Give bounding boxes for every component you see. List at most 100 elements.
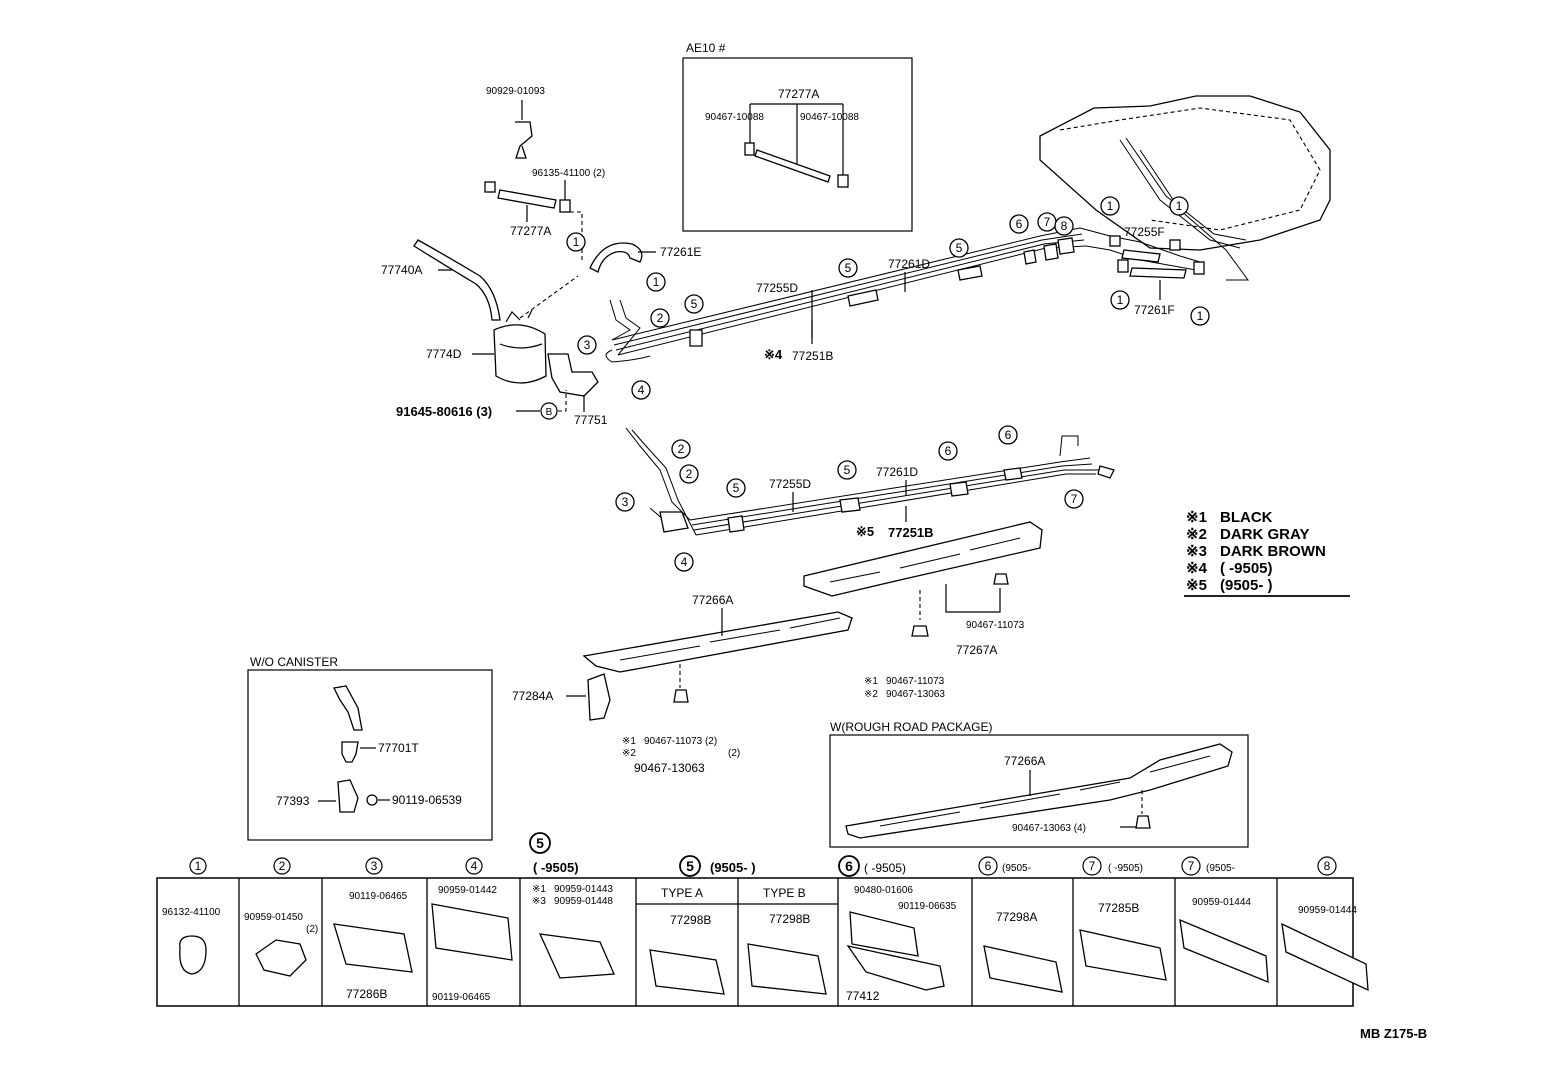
ae10-rod: [754, 149, 831, 183]
header-7a: 7: [1089, 859, 1096, 873]
callout-c3: 77277A: [510, 224, 551, 238]
cell-8-part-a: 90480-01606: [854, 885, 913, 896]
color-legend: ※1 BLACK ※2 DARK GRAY ※3 DARK BROWN ※4 (…: [1184, 509, 1350, 597]
header-3: 3: [371, 859, 378, 873]
vent-pipe: [333, 685, 363, 731]
ae10-clip-right: [837, 174, 849, 188]
callout-c14: 77255D: [769, 477, 811, 491]
cell-1-part: 96132-41100: [162, 907, 221, 918]
callout-c24-qty: (2): [728, 748, 740, 759]
header-8: 8: [1324, 859, 1331, 873]
clamp-icon-8: [849, 911, 919, 957]
legend-mark-3: ※3: [1186, 543, 1207, 560]
circle-b-marker: [540, 402, 558, 420]
legend-mark-5: ※5: [1186, 577, 1207, 594]
rough-box: [829, 734, 1249, 848]
bracket-77751: [547, 353, 599, 397]
callout-c11-mark: ※4: [764, 347, 783, 362]
hose-77255f: [1121, 249, 1161, 263]
dash-b: [558, 390, 567, 412]
clip-rod-right: [559, 199, 571, 213]
clip-rod-left: [484, 181, 496, 193]
callout-c17: 77266A: [692, 593, 733, 607]
clamp-icon-11: [1179, 918, 1269, 983]
callout-c20-mark: ※1: [864, 676, 878, 687]
clip-tank-b: [1117, 259, 1129, 273]
callout-c20: 90467-11073: [886, 676, 945, 687]
header-6b: 6: [985, 859, 992, 873]
callout-c21-mark: ※2: [864, 689, 878, 700]
callout-c1: 90929-01093: [486, 86, 545, 97]
callout-c16-mark: ※5: [856, 524, 874, 539]
table-cells: TYPE A TYPE B 96132-41100 90959-01450 (2…: [162, 884, 1369, 1003]
circle-b-label: B: [546, 407, 553, 418]
upper-pipe-assembly: [605, 227, 1087, 363]
cell-5-mark-3: ※3: [532, 896, 546, 907]
footer-code: MB Z175-B: [1360, 1026, 1427, 1041]
cell-2-part: 90959-01450: [244, 912, 303, 923]
clamp-icon-12: [1281, 922, 1369, 992]
clamp-icon-10: [1079, 929, 1167, 981]
header-1: 1: [195, 859, 202, 873]
callout-c13: 77261F: [1134, 303, 1175, 317]
cell-8-part-c: 77412: [846, 989, 880, 1003]
callout-c8: 77751: [574, 413, 608, 427]
callout-c21: 90467-13063: [886, 689, 945, 700]
bracket-icon-8: [846, 945, 945, 991]
cell-3-part-a: 90119-06465: [349, 891, 408, 902]
clip-tank-c: [1169, 239, 1181, 251]
legend-mark-4: ※4: [1186, 560, 1208, 577]
legend-mark-1: ※1: [1186, 509, 1207, 526]
callout-c16: 77251B: [888, 525, 934, 540]
callout-c24-mark: ※2: [622, 748, 636, 759]
callout-c23-mark: ※1: [622, 736, 636, 747]
rough-box-p2: 90467-13063 (4): [1012, 823, 1086, 834]
callout-c9: 77255D: [756, 281, 798, 295]
rough-box-title: W(ROUGH ROAD PACKAGE): [830, 720, 992, 734]
clamp-icon-4: [431, 903, 513, 961]
cell-5-part-b: 90959-01448: [554, 896, 613, 907]
valve-77701t: [341, 741, 359, 763]
callout-c23: 90467-11073 (2): [644, 736, 717, 747]
type-a-label: TYPE A: [661, 886, 703, 900]
bolt-upper-right: [993, 573, 1009, 585]
callout-c4: 77261E: [660, 245, 701, 259]
leader-77267a: [945, 584, 1001, 613]
ae10-title: AE10 #: [686, 41, 726, 55]
protector-77267a: [803, 521, 1043, 597]
clip-tank-d: [1193, 261, 1205, 275]
callout-c22: 77284A: [512, 689, 553, 703]
callout-c7: 91645-80616 (3): [396, 404, 492, 419]
hose-77261f: [1129, 267, 1187, 279]
rough-protector-slots: [879, 755, 1211, 827]
table-headers: 1 2 3 4 5 ( -9505) 5 (9505- ) 6 ( -9505)…: [189, 832, 1337, 877]
ae10-part-top: 77277A: [778, 87, 819, 101]
clamp-77393: [337, 779, 359, 813]
parts-table: [156, 877, 1354, 1007]
cell-5-mark-1: ※1: [532, 884, 546, 895]
callout-c15: 77261D: [876, 465, 918, 479]
rough-protector: [845, 743, 1233, 839]
clamp-icon-7: [747, 943, 827, 995]
legend-label-1: BLACK: [1220, 509, 1273, 526]
header-2: 2: [279, 859, 286, 873]
clip-icon-1: [179, 935, 207, 975]
ae10-part-right: 90467-10088: [800, 112, 859, 123]
cell-9-part: 77298A: [996, 910, 1037, 924]
header-5b-note: (9505- ): [710, 860, 756, 875]
canister-box-p1: 77701T: [378, 741, 419, 755]
cell-4-part-a: 90959-01442: [438, 885, 497, 896]
cell-4-part-b: 90119-06465: [432, 992, 491, 1003]
legend-label-2: DARK GRAY: [1220, 526, 1309, 543]
type-b-label: TYPE B: [763, 886, 806, 900]
rod-77277a: [497, 189, 557, 209]
rough-box-p1: 77266A: [1004, 754, 1045, 768]
clamp-icon-3: [333, 923, 413, 973]
callout-c18: 77267A: [956, 643, 997, 657]
clip-90929: [515, 121, 533, 159]
clip-tank-a: [1109, 235, 1121, 247]
hose-77740a: [413, 239, 501, 321]
legend-mark-2: ※2: [1186, 526, 1207, 543]
hose-77261e: [589, 242, 643, 273]
callout-c10: 77261D: [888, 257, 930, 271]
